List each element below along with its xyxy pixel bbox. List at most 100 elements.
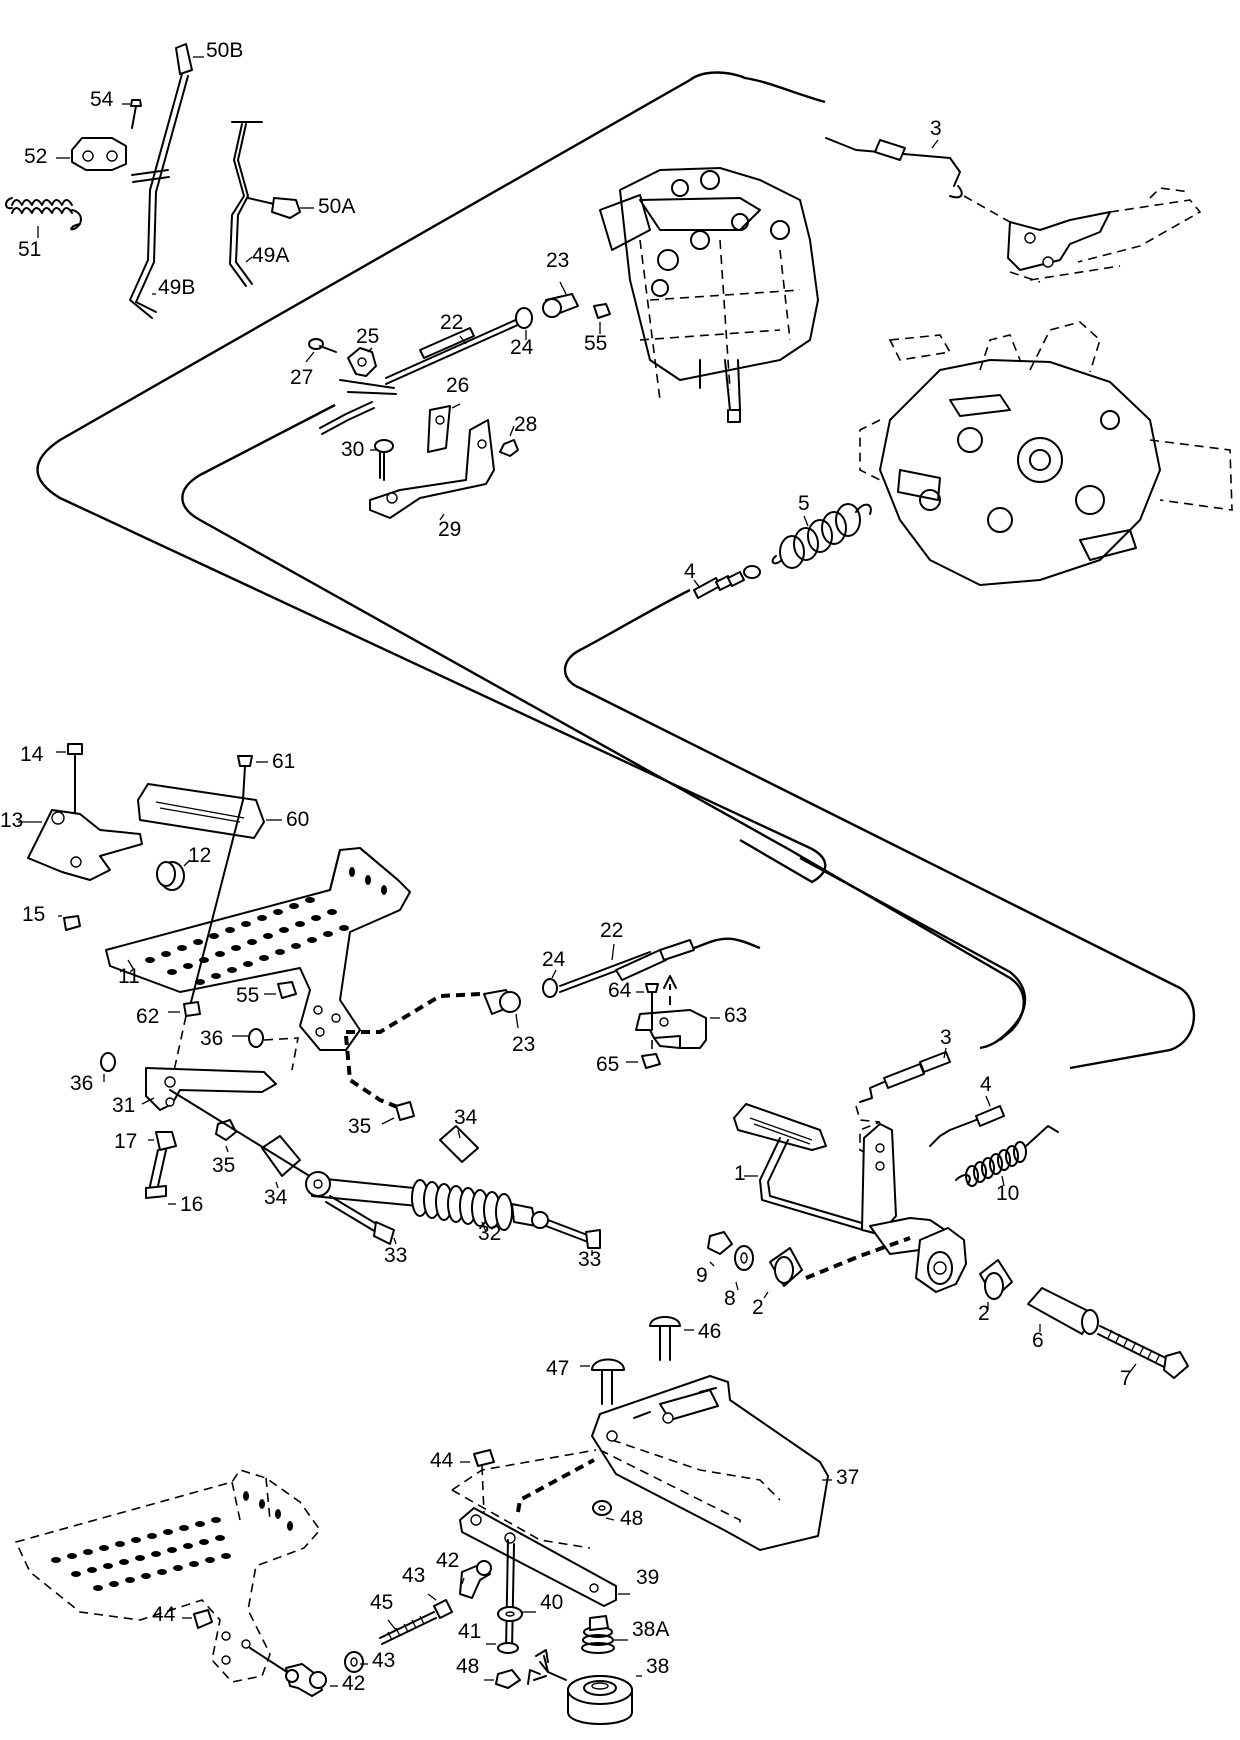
bolt-46 [649, 1316, 681, 1327]
callout-64: 64 [608, 979, 632, 1002]
callout-41: 41 [458, 1620, 481, 1643]
callout-43b: 43 [372, 1649, 395, 1672]
callout-55a: 55 [584, 332, 607, 355]
cable-22-end [667, 937, 761, 960]
callout-49A: 49A [252, 244, 289, 267]
bolt-30 [374, 439, 394, 453]
callout-12: 12 [188, 844, 211, 867]
callout-63: 63 [724, 1004, 747, 1027]
nut-65 [641, 1053, 661, 1069]
spring-5 [771, 503, 872, 569]
callout-24a: 24 [510, 336, 534, 359]
callout-31: 31 [112, 1094, 135, 1117]
levers-group [5, 43, 314, 319]
callout-51: 51 [18, 238, 41, 261]
nut-17 [155, 1131, 177, 1151]
linkage-dashed-1 [346, 992, 481, 1034]
nut-35-lower [215, 1119, 237, 1141]
callout-40: 40 [540, 1591, 563, 1614]
callout-1: 1 [734, 1162, 746, 1185]
callout-39: 39 [636, 1566, 659, 1589]
callout-61: 61 [272, 750, 295, 773]
plate-37 [591, 1375, 829, 1551]
callout-38A: 38A [632, 1618, 669, 1641]
nut-28 [499, 439, 519, 457]
callout-48a: 48 [620, 1507, 643, 1530]
callout-11: 11 [118, 965, 140, 988]
callout-17: 17 [114, 1130, 137, 1153]
ball-joint-lower [483, 939, 695, 1029]
callout-25: 25 [356, 325, 379, 348]
callout-7: 7 [1120, 1367, 1132, 1390]
bracket-29 [369, 419, 495, 519]
callout-22a: 22 [440, 311, 463, 334]
cable-3-lower [799, 856, 1027, 1050]
bracket-13 [27, 809, 143, 881]
control-cables [36, 71, 1195, 1070]
callout-26: 26 [446, 374, 469, 397]
callout-44b: 44 [152, 1603, 176, 1626]
callout-65: 65 [596, 1053, 619, 1076]
bottom-plate-group [379, 1316, 832, 1725]
callout-3a: 3 [930, 117, 942, 140]
callout-36a: 36 [200, 1027, 223, 1050]
pedal-right [707, 1047, 1189, 1379]
callout-22b: 22 [600, 919, 623, 942]
shock-spring [411, 1179, 513, 1231]
callout-30: 30 [341, 438, 364, 461]
callout-28: 28 [514, 413, 537, 436]
shock-32-group [305, 1101, 601, 1256]
callout-42b: 42 [342, 1672, 365, 1695]
footplate-11 [105, 847, 411, 1051]
nut-44-top [473, 1449, 495, 1467]
callout-32: 32 [478, 1222, 501, 1245]
callout-62: 62 [136, 1005, 159, 1028]
callout-23a: 23 [546, 249, 569, 272]
callout-3b: 3 [940, 1026, 952, 1049]
cable-22-lower [789, 848, 1025, 1041]
callout-33a: 33 [384, 1244, 407, 1267]
cable-4 [563, 588, 1195, 1070]
nut-24-top [515, 307, 533, 329]
callout-13: 13 [0, 809, 23, 832]
nut-43-top [433, 1599, 453, 1619]
callout-50B: 50B [206, 39, 243, 62]
bolt-7 [1097, 1325, 1189, 1379]
callout-14: 14 [20, 743, 44, 766]
pedal-pad-1 [733, 1103, 827, 1151]
footplate-ghost [14, 1469, 368, 1697]
callout-37: 37 [836, 1466, 859, 1489]
knob-50b [175, 43, 193, 75]
washer-36-lower [100, 1052, 116, 1072]
callout-4b: 4 [980, 1073, 992, 1096]
callout-48b: 48 [456, 1655, 479, 1678]
arm-31 [145, 1067, 277, 1111]
callout-34a: 34 [454, 1106, 478, 1129]
bolt-33-left [325, 1195, 381, 1233]
pedal-left [18, 743, 411, 1205]
callout-10: 10 [996, 1182, 1019, 1205]
bracket-63-group [626, 975, 720, 1069]
callout-33b: 33 [578, 1248, 601, 1271]
bracket-52 [71, 137, 127, 171]
nut-35-upper [395, 1101, 415, 1121]
callout-5: 5 [798, 492, 810, 515]
callout-23b: 23 [512, 1033, 535, 1056]
callout-45: 45 [370, 1591, 393, 1614]
callout-6: 6 [1032, 1329, 1044, 1352]
callout-43a: 43 [402, 1564, 425, 1587]
cable-bracket-group [305, 281, 611, 521]
callout-54: 54 [90, 88, 114, 111]
callout-2a: 2 [752, 1296, 764, 1319]
nut-15 [63, 915, 81, 931]
lever-49a [231, 121, 263, 285]
callout-47: 47 [546, 1357, 569, 1380]
callout-52: 52 [24, 145, 47, 168]
clamp-26 [427, 405, 451, 453]
cable-22-inner [181, 403, 791, 852]
callout-35a: 35 [348, 1115, 371, 1138]
callout-2b: 2 [978, 1302, 990, 1325]
cable-end-4-top [693, 565, 761, 599]
nut-55-top [593, 303, 611, 319]
